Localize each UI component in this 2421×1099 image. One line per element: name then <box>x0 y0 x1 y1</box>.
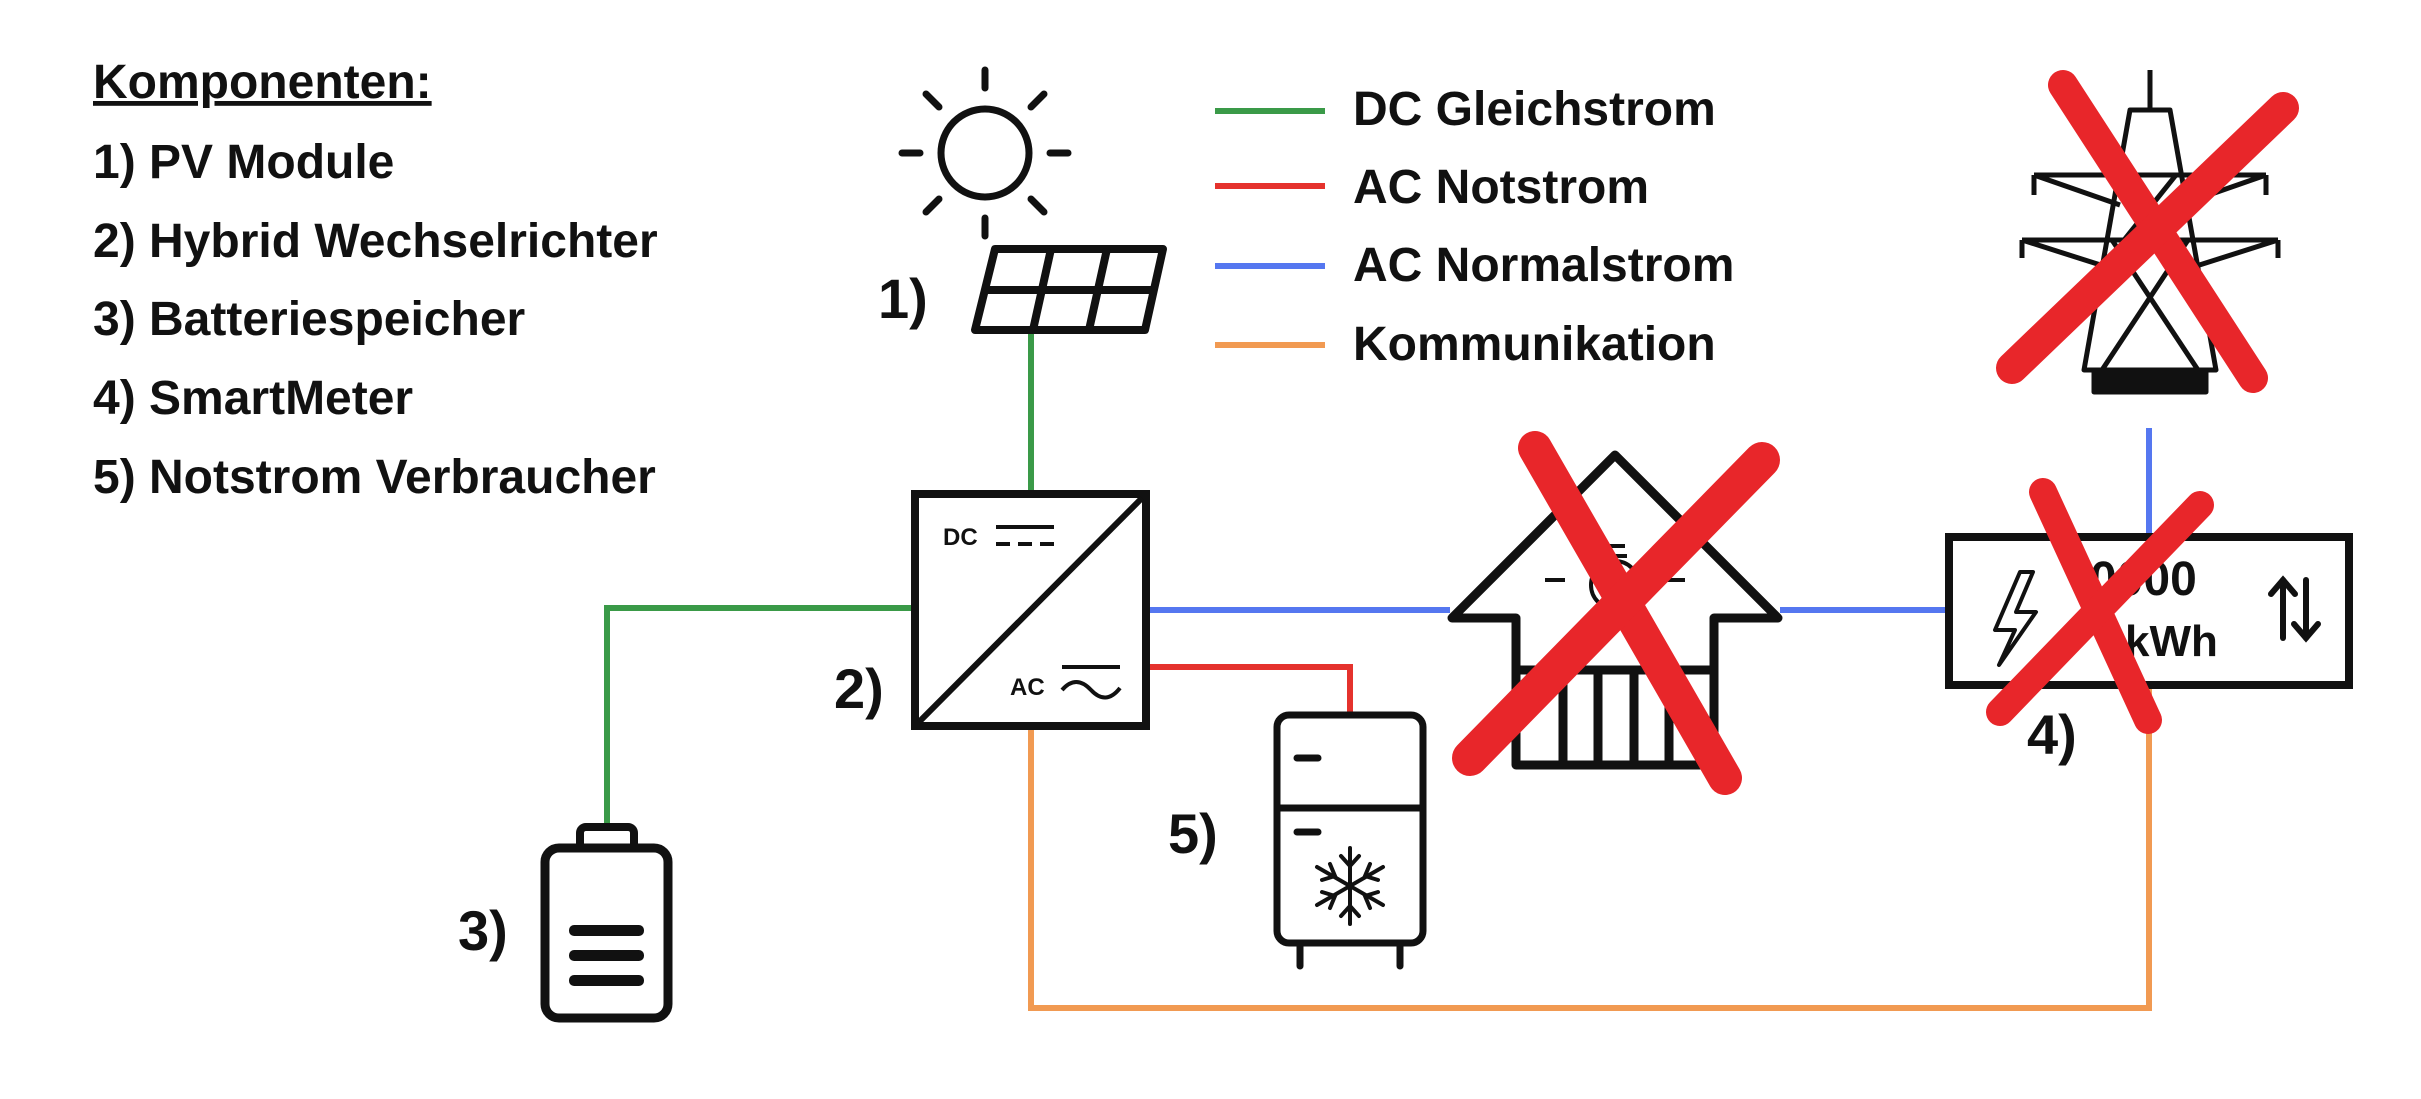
components-list: Komponenten: 1) PV Module 2) Hybrid Wech… <box>93 56 658 504</box>
arrows-updown-icon <box>2268 575 2321 643</box>
inverter-icon: DC AC <box>911 490 1150 730</box>
legend-label-dc: DC Gleichstrom <box>1353 83 1716 136</box>
inverter-ac-label: AC <box>1010 674 1045 701</box>
dc-line-battery-inverter <box>604 605 913 825</box>
marker-fridge: 5) <box>1168 802 1218 865</box>
marker-pv: 1) <box>878 267 928 330</box>
component-item-5: 5) Notstrom Verbraucher <box>93 451 656 504</box>
component-item-3: 3) Batteriespeicher <box>93 293 525 346</box>
snowflake-icon <box>1315 846 1385 926</box>
marker-meter: 4) <box>2027 703 2077 766</box>
ac-line-inverter-fridge <box>1148 664 1353 712</box>
lightning-icon <box>1993 570 2038 667</box>
cross-marks <box>1452 70 2299 795</box>
fridge-icon <box>1273 711 1427 970</box>
cross-out-house <box>1452 431 1780 795</box>
communication-line <box>1028 688 2152 1011</box>
battery-icon <box>540 823 673 1023</box>
legend-label-ac-normalstrom: AC Normalstrom <box>1353 239 1734 292</box>
legend: DC Gleichstrom AC Notstrom AC Normalstro… <box>1215 83 1734 371</box>
legend-label-kommunikation: Kommunikation <box>1353 318 1716 371</box>
connections <box>604 330 2152 1011</box>
legend-label-ac-notstrom: AC Notstrom <box>1353 161 1649 214</box>
marker-battery: 3) <box>458 899 508 962</box>
component-item-4: 4) SmartMeter <box>93 372 413 425</box>
component-item-2: 2) Hybrid Wechselrichter <box>93 215 658 268</box>
cross-out-pylon <box>1996 70 2299 393</box>
components-heading: Komponenten: <box>93 56 432 109</box>
cross-out-meter <box>1986 478 2214 734</box>
smart-meter-icon: 0000 kWh <box>1945 533 2353 689</box>
marker-inverter: 2) <box>834 657 884 720</box>
sun-icon <box>898 66 1072 240</box>
meter-unit: kWh <box>2125 617 2218 666</box>
component-item-1: 1) PV Module <box>93 136 394 189</box>
solar-panel-icon <box>971 245 1167 334</box>
inverter-dc-label: DC <box>943 524 978 551</box>
